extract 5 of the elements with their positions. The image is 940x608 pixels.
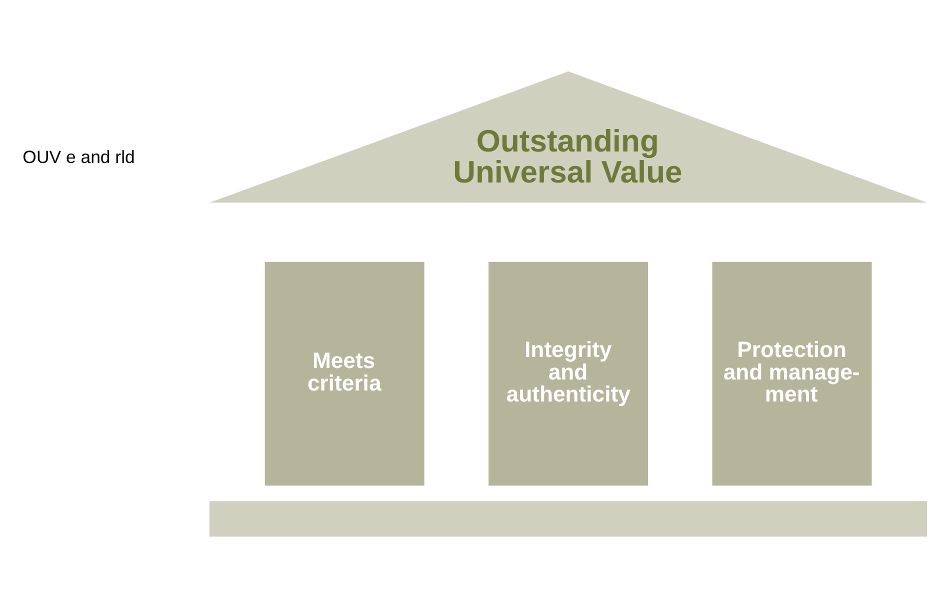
node-bar — [209, 501, 928, 537]
node-box: Integrity and authenticity — [488, 262, 648, 486]
node-box: Protection and manage- ment — [712, 262, 872, 486]
node-box: Meets criteria — [264, 262, 424, 486]
label: OUV e and rld — [22, 147, 135, 168]
